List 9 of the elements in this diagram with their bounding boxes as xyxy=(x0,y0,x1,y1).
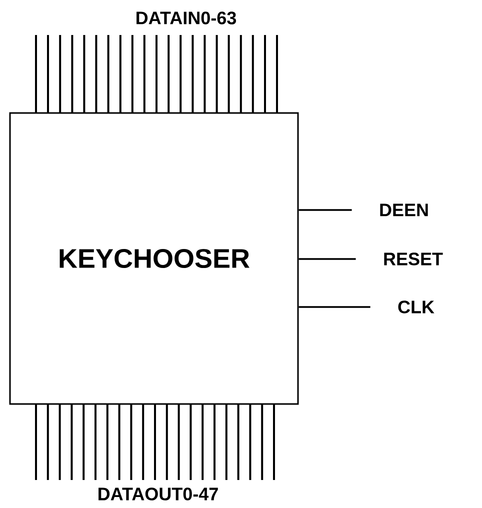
signal-line xyxy=(298,258,356,260)
signal-name: CLK xyxy=(398,300,434,314)
signal-line xyxy=(298,209,352,211)
bus-label: DATAOUT0-47 xyxy=(98,488,218,500)
signal-line xyxy=(298,306,370,308)
signal-name: DEEN xyxy=(380,204,428,216)
signal-name: RESET xyxy=(384,252,443,266)
bus-label: DATAIN0-63 xyxy=(136,12,236,24)
block-box: KEYCHOOSER xyxy=(9,112,299,405)
